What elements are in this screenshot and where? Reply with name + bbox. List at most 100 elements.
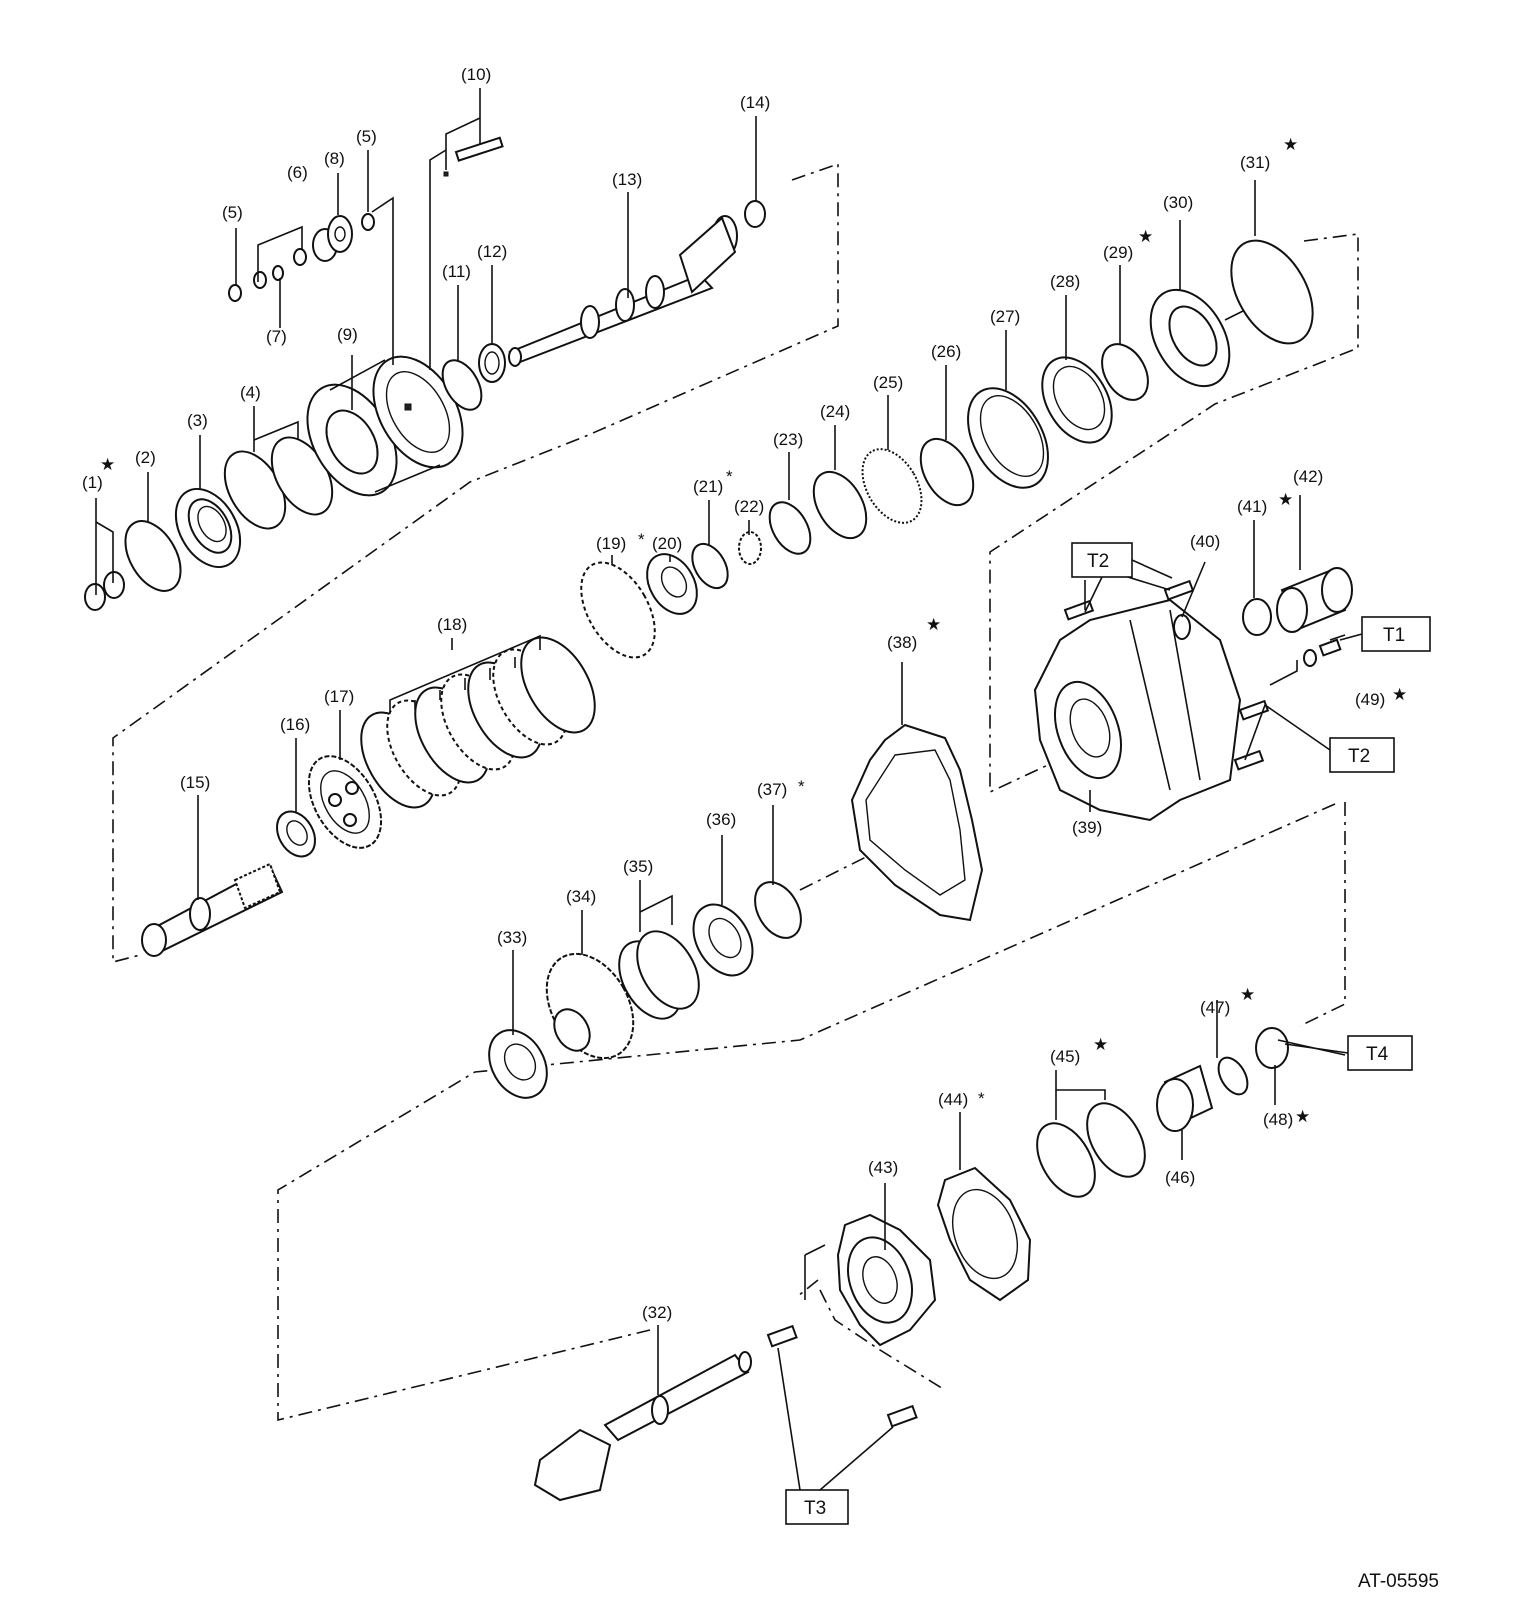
part-35-seal-rings [618,930,700,1020]
bolts-t2-top [1063,579,1195,621]
part-19-clutch-plate [580,561,656,659]
label-9: (9) [337,325,358,344]
leader-lines [95,88,1346,1491]
label-40: (40) [1190,532,1220,551]
torque-t2-right-label: T2 [1348,746,1370,767]
label-41: (41) [1237,497,1267,516]
label-19: (19) [596,534,626,553]
part-49-plug [1303,649,1317,667]
asterisk-19: * [638,530,645,549]
part-23-snap-ring [768,501,812,555]
asterisk-37: * [798,777,805,796]
part-20-bearing [646,553,698,615]
label-4: (4) [240,383,261,402]
label-12: (12) [477,242,507,261]
star-49: ★ [1392,685,1407,704]
label-25: (25) [873,373,903,392]
label-47: (47) [1200,998,1230,1017]
star-41: ★ [1278,490,1293,509]
part-39-transfer-case [1033,598,1242,822]
label-14: (14) [740,93,770,112]
label-5-left: (5) [222,203,243,222]
part-33-bearing [488,1029,548,1099]
part-21-snap-ring [691,542,729,590]
part-46-bearing [1156,1064,1214,1132]
part-32-drive-pinion [533,1351,752,1502]
part-48-lock-nut [1255,1027,1289,1069]
part-29-o-ring [1101,343,1149,401]
label-48: (48) [1263,1110,1293,1129]
label-3: (3) [187,411,208,430]
part-14-washer [744,200,766,228]
label-44: (44) [938,1090,968,1109]
part-30-piston [1149,288,1256,388]
bolt-t1 [1318,638,1342,657]
label-45: (45) [1050,1047,1080,1066]
part-18-clutch-pack [360,636,596,809]
label-36: (36) [706,810,736,829]
torque-box-t3: T3 [785,1489,849,1525]
label-24: (24) [820,402,850,421]
label-33: (33) [497,928,527,947]
part-37-o-ring [754,881,802,939]
star-29: ★ [1138,227,1153,246]
part-12-thrust-washer [478,343,506,383]
part-7-spacer [272,265,284,281]
star-markers: ★ ★ ★ ★ ★ ★ ★ ★ ★ * * * * [100,135,1407,1126]
part-3-bearing [174,488,242,568]
label-13: (13) [612,170,642,189]
label-32: (32) [642,1303,672,1322]
part-9-drum [306,355,464,497]
part-13-shaft [508,215,738,367]
label-6: (6) [287,163,308,182]
label-43: (43) [868,1158,898,1177]
star-31: ★ [1283,135,1298,154]
label-39: (39) [1072,818,1102,837]
label-46: (46) [1165,1168,1195,1187]
part-28-seal [1041,356,1113,444]
label-29: (29) [1103,243,1133,262]
part-25-clutch-drum [861,448,923,524]
part-38-gasket [850,723,984,922]
part-31-large-o-ring [1230,239,1314,345]
torque-box-t2-top: T2 [1071,542,1133,578]
label-10: (10) [461,65,491,84]
part-2-o-ring [124,520,182,592]
part-6-needle-bearings [253,248,307,289]
torque-t1-label: T1 [1383,625,1405,646]
part-1-snap-rings [84,571,125,611]
part-labels: (1) (2) (3) (4) (5) (6) (7) (8) (5) (9) … [82,65,1385,1322]
part-15-shaft [141,862,284,957]
torque-t3-label: T3 [804,1498,826,1519]
star-38: ★ [926,615,941,634]
asterisk-21: * [726,467,733,486]
star-1: ★ [100,455,115,474]
part-42-bushing [1276,567,1353,633]
label-16: (16) [280,715,310,734]
part-43-extension-housing [836,1213,937,1347]
label-27: (27) [990,307,1020,326]
label-26: (26) [931,342,961,361]
label-7: (7) [266,327,287,346]
part-5-washer-left [228,284,242,302]
figure-code: AT-05595 [1358,1571,1439,1592]
label-20: (20) [652,534,682,553]
label-18: (18) [437,615,467,634]
part-44-gasket [936,1166,1032,1302]
part-41-oil-seal [1242,598,1272,636]
label-2: (2) [135,448,156,467]
star-47: ★ [1240,985,1255,1004]
label-17: (17) [324,687,354,706]
part-24-ring [812,470,868,540]
label-35: (35) [623,857,653,876]
label-38: (38) [887,633,917,652]
star-45: ★ [1093,1035,1108,1054]
torque-box-t1: T1 [1361,616,1431,652]
label-21: (21) [693,477,723,496]
part-26-snap-ring [919,437,975,507]
star-48: ★ [1295,1107,1310,1126]
label-49: (49) [1355,690,1385,709]
label-23: (23) [773,430,803,449]
torque-t2-top-label: T2 [1087,551,1109,572]
